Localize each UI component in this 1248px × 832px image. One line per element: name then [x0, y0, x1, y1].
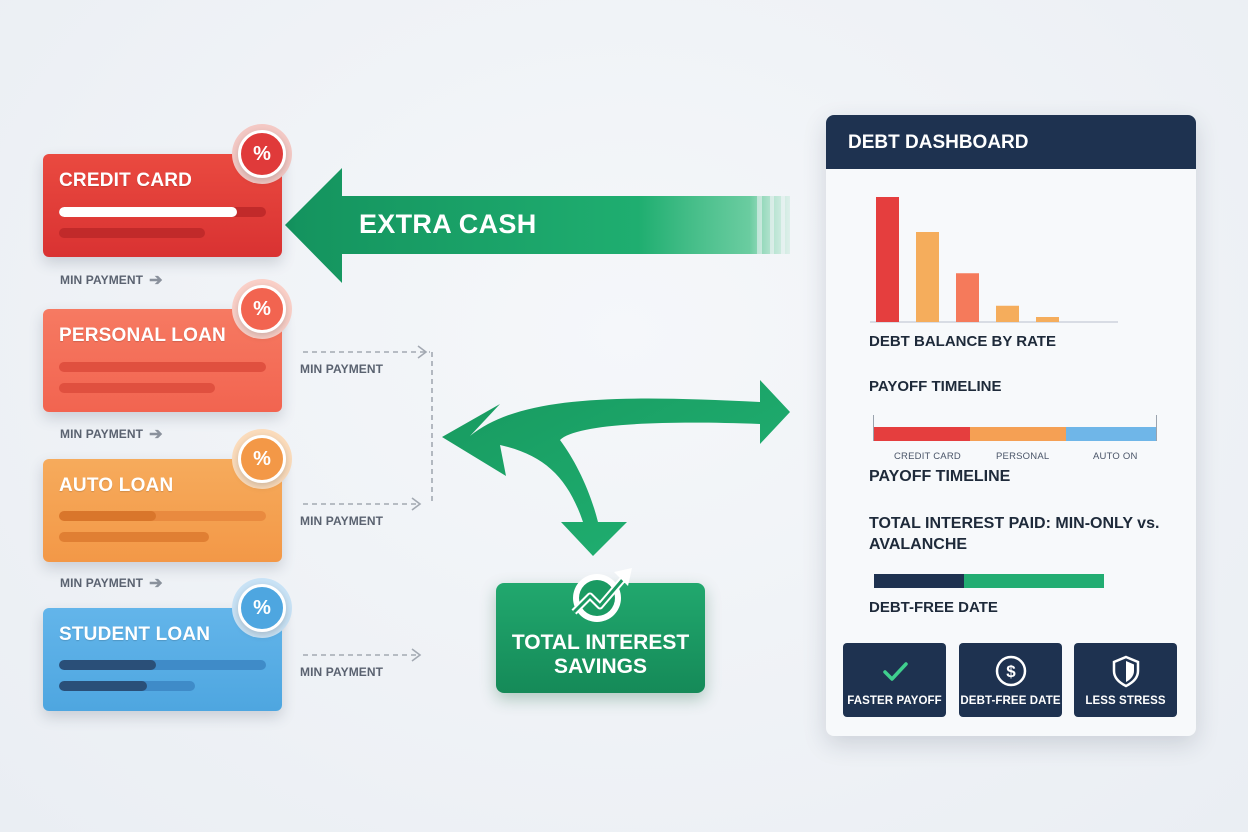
- balance-bar: [59, 511, 266, 521]
- card-title: PERSONAL LOAN: [59, 325, 226, 346]
- arrow-right-icon: ➔: [149, 426, 163, 443]
- interest-comparison-bar: [874, 574, 1104, 588]
- debt-card-personal-loan: % PERSONAL LOAN: [43, 279, 292, 412]
- payoff-timeline-label: PAYOFF TIMELINE: [869, 378, 1002, 395]
- rate-bar: [59, 228, 205, 238]
- dashboard-header: DEBT DASHBOARD: [826, 115, 1196, 169]
- percent-icon: %: [238, 435, 286, 483]
- tile-label: DEBT-FREE DATE: [960, 695, 1061, 707]
- balance-bar: [59, 207, 266, 217]
- timeline-segment-0: [874, 427, 970, 441]
- min-payment-label: MIN PAYMENT➔: [60, 272, 163, 289]
- percent-icon: %: [238, 584, 286, 632]
- tile-label: LESS STRESS: [1085, 695, 1166, 707]
- balance-bar-fill: [59, 511, 157, 521]
- debt-card-student-loan: % STUDENT LOAN: [43, 578, 292, 711]
- min-payment-label: MIN PAYMENT➔: [60, 426, 163, 443]
- balance-bar: [59, 362, 266, 372]
- rate-bar: [59, 383, 215, 393]
- arrow-right-icon: ➔: [149, 575, 163, 592]
- timeline-tick-label: PERSONAL: [996, 451, 1050, 462]
- min-payment-label: MIN PAYMENT➔: [60, 575, 163, 592]
- debt-free-date-label: DEBT-FREE DATE: [869, 599, 998, 616]
- rate-bar-fill: [59, 681, 148, 691]
- card-title: STUDENT LOAN: [59, 624, 211, 645]
- chart-bar-1: [916, 232, 939, 322]
- chart-bar-2: [956, 273, 979, 322]
- timeline-segment-2: [1065, 427, 1156, 441]
- rate-bar: [59, 681, 195, 691]
- min-only-segment: [874, 574, 964, 588]
- card-title: CREDIT CARD: [59, 170, 193, 191]
- debt-dashboard: DEBT DASHBOARD DEBT BALANCE BY RATE PAYO…: [826, 115, 1196, 736]
- debt-free-date-tile: $ DEBT-FREE DATE: [959, 643, 1062, 717]
- balance-bar: [59, 660, 266, 670]
- balance-bar-fill: [59, 660, 157, 670]
- avalanche-segment: [963, 574, 1104, 588]
- check-icon: [883, 662, 908, 681]
- rate-bar: [59, 532, 209, 542]
- shield-icon: [1112, 655, 1140, 688]
- less-stress-tile: LESS STRESS: [1074, 643, 1177, 717]
- timeline-segment-1: [969, 427, 1066, 441]
- debt-balance-chart: [870, 197, 1118, 323]
- min-payment-connector-label: MIN PAYMENT: [300, 362, 384, 376]
- svg-text:$: $: [1006, 662, 1016, 681]
- total-interest-savings-box: TOTAL INTEREST SAVINGS: [496, 583, 705, 693]
- arrow-right-icon: ➔: [149, 272, 163, 289]
- tile-label: FASTER PAYOFF: [847, 695, 942, 707]
- interest-comparison-label: TOTAL INTEREST PAID: MIN-ONLY vs. AVALAN…: [869, 515, 1160, 553]
- chart-bar-4: [1036, 317, 1059, 322]
- chart-bar-3: [996, 305, 1019, 322]
- payoff-timeline-bar: [874, 427, 1156, 441]
- dollar-circle-icon: $: [995, 655, 1027, 687]
- dashboard-title: DEBT DASHBOARD: [848, 132, 1029, 153]
- debt-card-auto-loan: % AUTO LOAN: [43, 429, 292, 562]
- savings-text: TOTAL INTEREST SAVINGS: [511, 631, 690, 678]
- curved-savings-arrow: [442, 380, 790, 556]
- percent-icon: %: [238, 285, 286, 333]
- debt-balance-label: DEBT BALANCE BY RATE: [869, 333, 1056, 350]
- timeline-tick-label: AUTO ON: [1093, 451, 1138, 462]
- timeline-tick-label: CREDIT CARD: [894, 451, 961, 462]
- extra-cash-label: EXTRA CASH: [359, 209, 537, 239]
- chart-bar-0: [876, 197, 899, 322]
- faster-payoff-tile: FASTER PAYOFF: [843, 643, 946, 717]
- payoff-timeline-label-2: PAYOFF TIMELINE: [869, 468, 1011, 485]
- debt-card-credit-card: % CREDIT CARD: [43, 124, 292, 257]
- trend-up-coin-icon: [571, 568, 632, 622]
- min-payment-connector-label: MIN PAYMENT: [300, 514, 384, 528]
- balance-bar-fill: [59, 207, 238, 217]
- card-title: AUTO LOAN: [59, 475, 174, 496]
- percent-icon: %: [238, 130, 286, 178]
- min-payment-connector-label: MIN PAYMENT: [300, 665, 384, 679]
